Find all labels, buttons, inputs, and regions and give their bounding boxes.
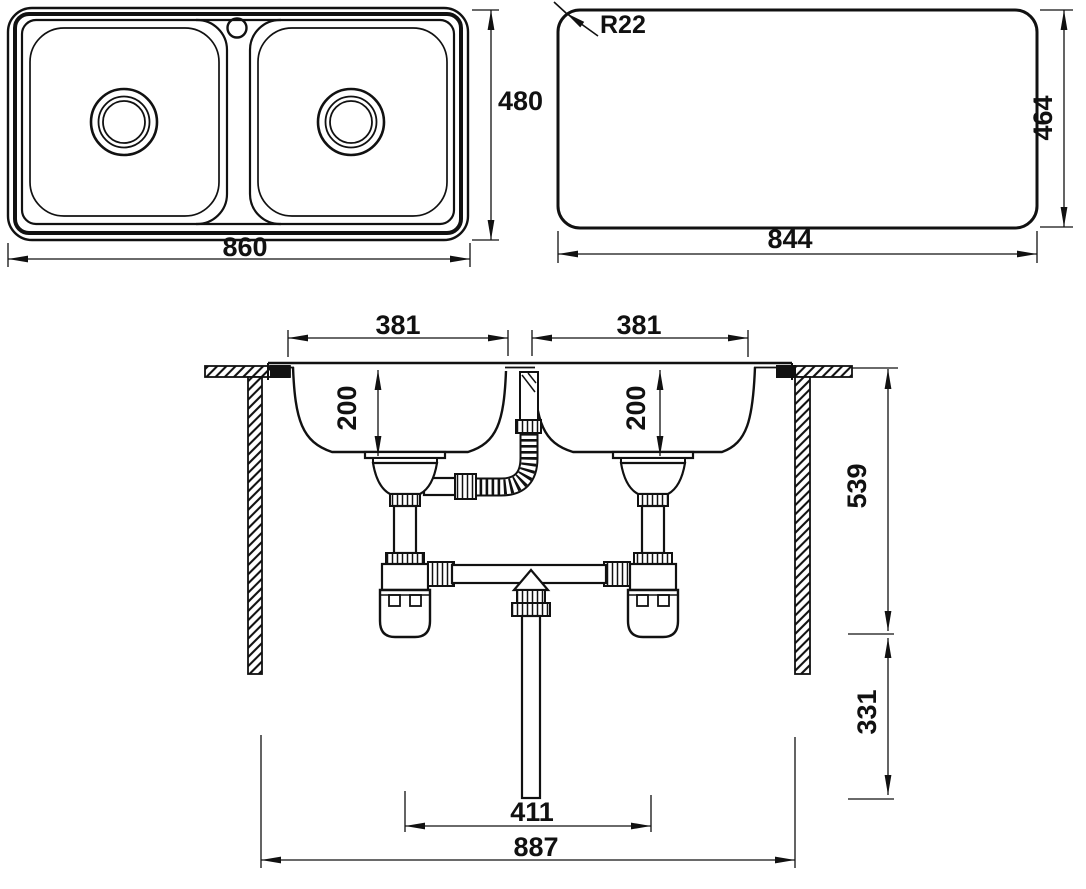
dim-label-trap-span: 411 bbox=[510, 797, 554, 827]
rim-clamp-left bbox=[270, 365, 290, 378]
section-view bbox=[204, 330, 898, 868]
cabinet-panel-right bbox=[794, 376, 811, 675]
cabinet-panel-left bbox=[247, 376, 263, 675]
overflow-standpipe bbox=[515, 371, 542, 434]
dim-label-overall-width: 887 bbox=[513, 832, 558, 862]
corner-radius-leader bbox=[553, 1, 599, 37]
trap-span-dimension bbox=[404, 791, 652, 832]
upper-height-dimension bbox=[848, 367, 898, 635]
drain-trumpet-left bbox=[371, 461, 439, 496]
dim-label-bowl-depth-right: 200 bbox=[621, 385, 651, 430]
sink-outer-edge bbox=[6, 6, 470, 242]
plan-view bbox=[6, 6, 499, 267]
dim-label-corner-radius: R22 bbox=[600, 11, 646, 39]
overall-width-dimension bbox=[260, 735, 796, 868]
waste-tee bbox=[511, 568, 551, 617]
drain-assembly-left bbox=[363, 450, 455, 639]
cutout-width-dimension bbox=[557, 231, 1038, 263]
dim-label-cutout-depth: 464 bbox=[1028, 95, 1058, 140]
right-bowl-inner-line bbox=[257, 27, 448, 217]
cutout-view bbox=[553, 1, 1073, 263]
bottle-trap-left-upper bbox=[380, 562, 430, 592]
dim-label-bowl-depth-left: 200 bbox=[332, 385, 362, 430]
cutout-depth-dimension bbox=[1040, 9, 1073, 228]
bottle-trap-left-cup bbox=[378, 588, 432, 639]
overflow-hose bbox=[477, 433, 539, 497]
dim-label-plan-depth: 480 bbox=[498, 86, 543, 116]
trap-outlet-nut-left bbox=[427, 561, 455, 587]
trap-outlet-nut-right bbox=[603, 561, 631, 587]
dim-label-lower-height: 331 bbox=[852, 689, 882, 734]
overflow-hose-coupling bbox=[454, 473, 477, 500]
cutout-outline bbox=[556, 8, 1039, 230]
plan-depth-dimension bbox=[472, 9, 499, 241]
countertop-right bbox=[786, 365, 853, 378]
bowl-width-dimension-right bbox=[531, 330, 749, 357]
faucet-hole bbox=[226, 17, 248, 39]
drain-trumpet-right bbox=[619, 461, 687, 496]
dim-label-bowl-width-right: 381 bbox=[616, 310, 661, 340]
left-bowl-section bbox=[291, 366, 508, 454]
left-drain-hole bbox=[89, 87, 159, 157]
bowl-divider-right-edge bbox=[248, 18, 282, 226]
sink-rim-inner-edge bbox=[13, 12, 463, 235]
dim-label-bowl-width-left: 381 bbox=[375, 310, 420, 340]
bowl-divider-left-edge bbox=[195, 18, 229, 226]
plan-width-dimension bbox=[7, 243, 471, 267]
dim-label-cutout-width: 844 bbox=[767, 224, 812, 254]
left-bowl-inner-line bbox=[29, 27, 220, 217]
bowl-width-dimension-left bbox=[287, 330, 509, 357]
drain-assembly-right bbox=[603, 450, 695, 639]
sink-rim-section bbox=[267, 361, 796, 380]
bottle-trap-right-cup bbox=[626, 588, 680, 639]
lower-height-dimension bbox=[848, 638, 894, 800]
dim-label-upper-height: 539 bbox=[842, 463, 872, 508]
dim-label-plan-width: 860 bbox=[222, 232, 267, 262]
waste-down-pipe bbox=[520, 614, 542, 800]
right-drain-hole bbox=[316, 87, 386, 157]
rim-clamp-right bbox=[776, 365, 796, 378]
bottle-trap-right-upper bbox=[628, 562, 678, 592]
bowl-deck-outline bbox=[20, 18, 456, 226]
